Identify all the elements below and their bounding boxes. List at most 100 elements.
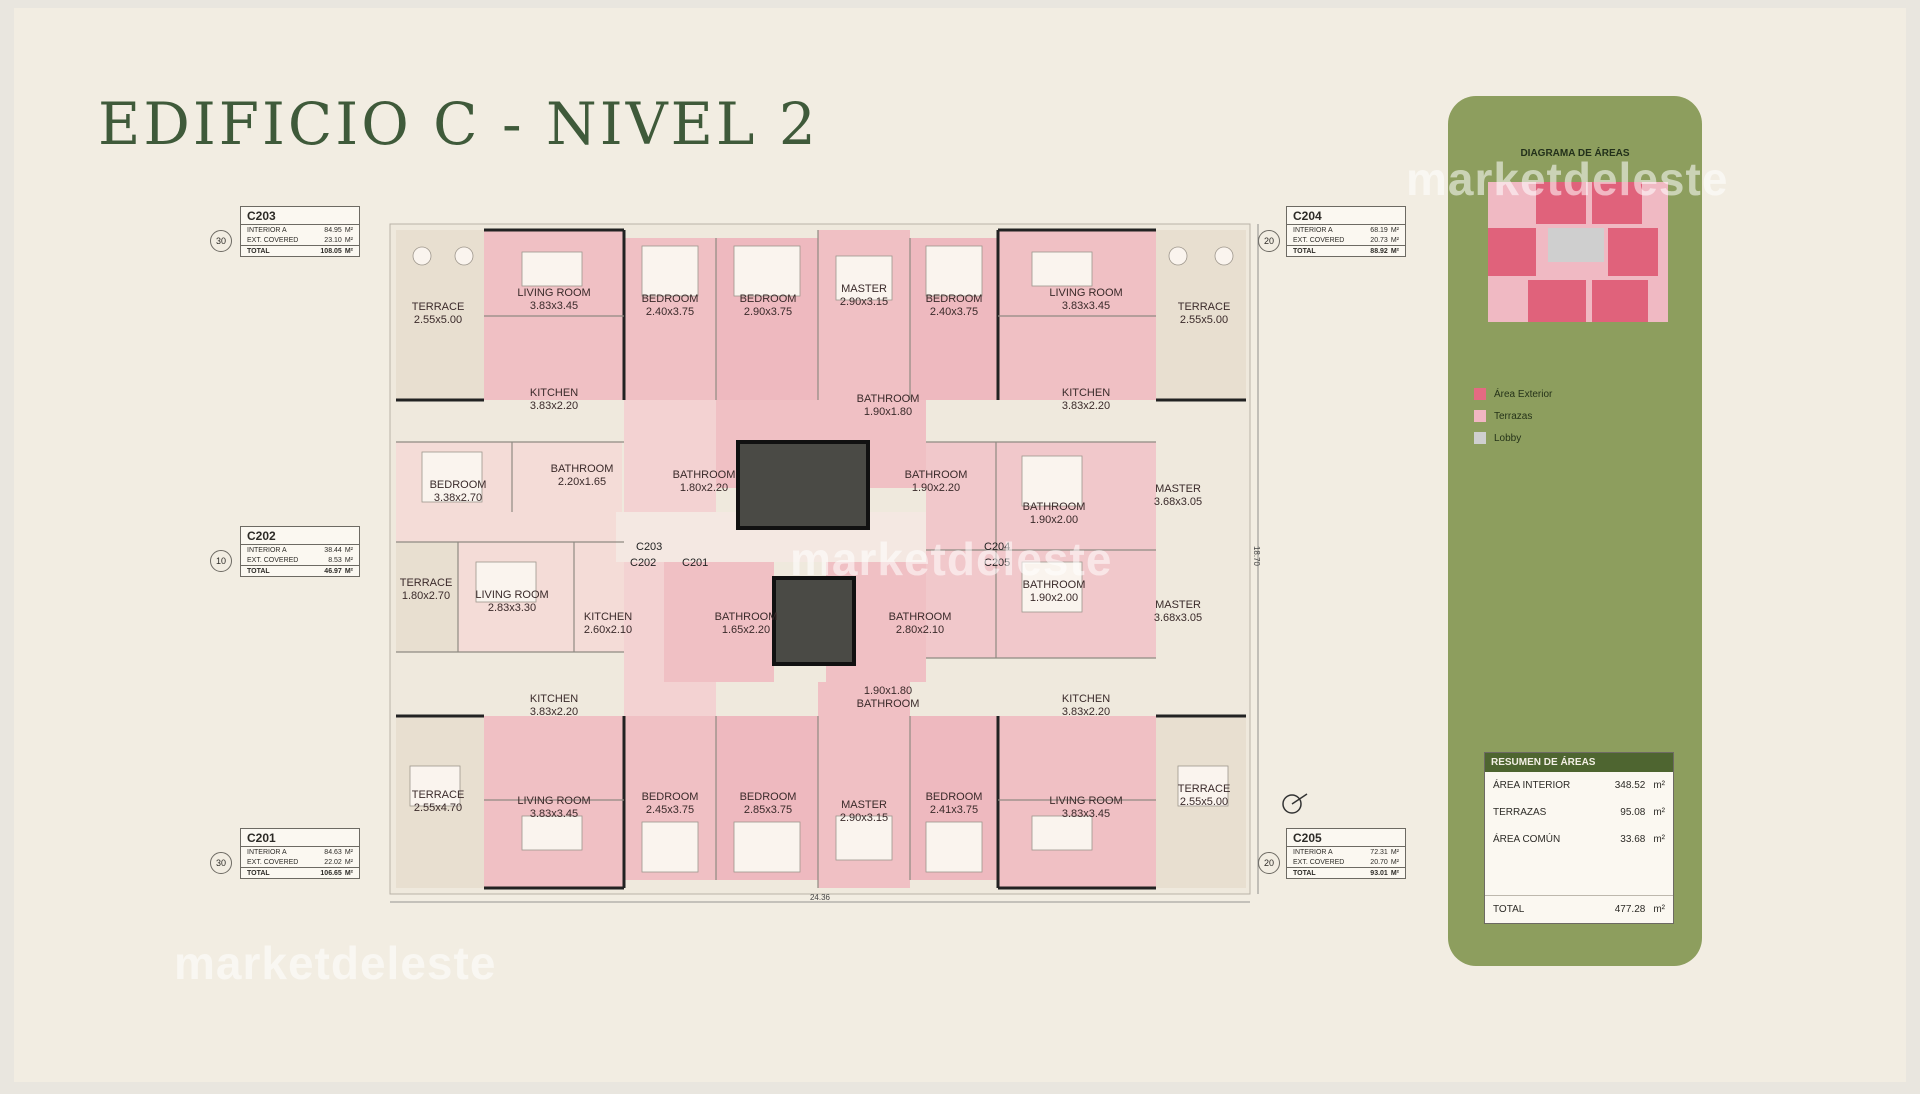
legend-item: Área Exterior — [1474, 388, 1552, 400]
furniture — [409, 245, 1234, 873]
room-label: BEDROOM — [642, 791, 699, 803]
room-dim: 1.80x2.70 — [402, 590, 450, 602]
room-dim: 1.90x2.00 — [1030, 514, 1078, 526]
room-label: KITCHEN — [584, 611, 632, 623]
room-dim: 3.68x3.05 — [1154, 496, 1202, 508]
room-label: MASTER — [1155, 483, 1201, 495]
room-label: LIVING ROOM — [517, 795, 590, 807]
legend-swatch-lobby — [1474, 432, 1486, 444]
dimension-lines — [390, 224, 1259, 903]
room-label: LIVING ROOM — [1049, 287, 1122, 299]
room-dim: 2.60x2.10 — [584, 624, 632, 636]
room-label: TERRACE — [412, 301, 465, 313]
area-diagram — [1488, 182, 1668, 322]
unit-code: C201 — [241, 829, 359, 847]
walls — [396, 228, 1246, 890]
room-dim: 2.80x2.10 — [896, 624, 944, 636]
area-diagram-title: DIAGRAMA DE ÁREAS — [1520, 148, 1630, 159]
room-label: LIVING ROOM — [475, 589, 548, 601]
room-label: BATHROOM — [551, 463, 614, 475]
unit-badge-c203: 30 — [210, 230, 232, 252]
room-label: BATHROOM — [1023, 579, 1086, 591]
unit-badge-c205: 20 — [1258, 852, 1280, 874]
room-dim: 2.90x3.75 — [744, 306, 792, 318]
room-dim: 2.20x1.65 — [558, 476, 606, 488]
legend-item: Lobby — [1474, 432, 1552, 444]
room-label: LIVING ROOM — [517, 287, 590, 299]
room-dim: 2.85x3.75 — [744, 804, 792, 816]
unit-info-c204[interactable]: C204 INTERIOR A68.19m² EXT. COVERED20.73… — [1286, 206, 1406, 257]
area-legend: Área Exterior Terrazas Lobby — [1474, 388, 1552, 454]
page-title: EDIFICIO C - NIVEL 2 — [98, 90, 819, 158]
terrace-area — [396, 542, 458, 652]
room-label: KITCHEN — [530, 387, 578, 399]
area-panel: DIAGRAMA DE ÁREAS Área Exterior Terrazas… — [1448, 96, 1702, 966]
room-dim: 2.40x3.75 — [646, 306, 694, 318]
room-dim: 1.80x2.20 — [680, 482, 728, 494]
room-dim: 2.55x5.00 — [1180, 314, 1228, 326]
height-dimension: 18.70 — [1252, 546, 1261, 567]
room-dim: 2.45x3.75 — [646, 804, 694, 816]
room-label: BATHROOM — [715, 611, 778, 623]
room-dim: 3.83x2.20 — [530, 400, 578, 412]
room-label: BEDROOM — [926, 791, 983, 803]
unit-row: INTERIOR A72.31m² — [1293, 849, 1399, 856]
room-dim: 1.90x2.20 — [912, 482, 960, 494]
room-label: MASTER — [1155, 599, 1201, 611]
room-fill — [484, 716, 624, 888]
unit-info-c202[interactable]: C202 INTERIOR A38.44m² EXT. COVERED8.53m… — [240, 526, 360, 577]
unit-info-c203[interactable]: C203 INTERIOR A84.95m² EXT. COVERED23.10… — [240, 206, 360, 257]
room-label: KITCHEN — [1062, 387, 1110, 399]
room-dim: 2.83x3.30 — [488, 602, 536, 614]
room-label: BATHROOM — [889, 611, 952, 623]
room-label: BATHROOM — [905, 469, 968, 481]
unit-row: INTERIOR A84.63m² — [247, 849, 353, 856]
room-label: BATHROOM — [673, 469, 736, 481]
entry-label-c204: C204 — [984, 541, 1010, 553]
watermark: marketdeleste — [174, 937, 497, 989]
room-label: TERRACE — [1178, 301, 1231, 313]
room-label: TERRACE — [412, 789, 465, 801]
north-arrow-icon — [1282, 793, 1308, 814]
unit-code: C204 — [1287, 207, 1405, 225]
legend-swatch-exterior — [1474, 388, 1486, 400]
room-label: MASTER — [841, 799, 887, 811]
width-dimension: 24.36 — [810, 893, 831, 902]
partitions — [396, 230, 1156, 888]
room-label: KITCHEN — [530, 693, 578, 705]
unit-code: C203 — [241, 207, 359, 225]
room-dim: 2.90x3.15 — [840, 296, 888, 308]
room-dim: 2.55x5.00 — [1180, 796, 1228, 808]
entry-labels: C203 C202 C201 C204 C205 — [630, 541, 1010, 569]
room-fill — [664, 562, 774, 682]
room-label: BEDROOM — [430, 479, 487, 491]
entry-label-c205: C205 — [984, 557, 1010, 569]
room-label: LIVING ROOM — [1049, 795, 1122, 807]
room-dim: 1.90x1.80 — [864, 685, 912, 697]
room-label: KITCHEN — [1062, 693, 1110, 705]
unit-badge-c202: 10 — [210, 550, 232, 572]
room-fill — [998, 716, 1156, 888]
unit-info-c205[interactable]: C205 INTERIOR A72.31m² EXT. COVERED20.70… — [1286, 828, 1406, 879]
room-dim: 3.68x3.05 — [1154, 612, 1202, 624]
room-label: BEDROOM — [926, 293, 983, 305]
room-label: BEDROOM — [740, 293, 797, 305]
summary-title: RESUMEN DE ÁREAS — [1485, 753, 1673, 772]
room-dim: 1.65x2.20 — [722, 624, 770, 636]
room-dim: 2.55x5.00 — [414, 314, 462, 326]
room-label: BATHROOM — [857, 393, 920, 405]
room-fill — [818, 230, 910, 400]
unit-info-c201[interactable]: C201 INTERIOR A84.63m² EXT. COVERED22.02… — [240, 828, 360, 879]
stair-core — [736, 440, 870, 530]
